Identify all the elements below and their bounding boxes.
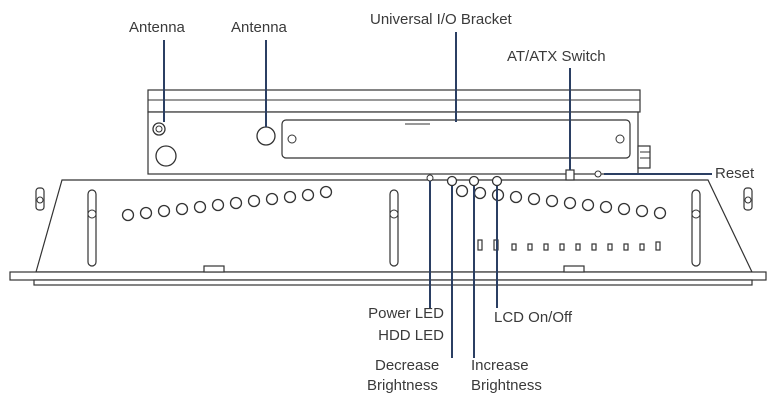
power-led [426, 174, 434, 182]
front-controls [426, 169, 602, 187]
antenna-connector-2 [256, 126, 276, 146]
decrease-brightness-button [446, 175, 458, 187]
antenna-1-label: Antenna [129, 19, 186, 36]
hdd-led-label: HDD LED [378, 327, 444, 344]
reset-label: Reset [715, 165, 755, 182]
increase-brightness-button [468, 175, 480, 187]
lcd-on-off-label: LCD On/Off [494, 309, 573, 326]
antenna-connector-1 [152, 122, 177, 167]
io-bracket-slot [281, 119, 631, 159]
lcd-on-off-button [491, 175, 503, 187]
decrease-brightness-label-line1: Decrease [375, 357, 439, 374]
at-atx-switch-label: AT/ATX Switch [507, 48, 606, 65]
decrease-brightness-label-line2: Brightness [367, 377, 438, 394]
antenna-2-label: Antenna [231, 19, 288, 36]
io-bracket-label: Universal I/O Bracket [370, 11, 513, 28]
increase-brightness-label-line1: Increase [471, 357, 529, 374]
power-led-label: Power LED [368, 305, 444, 322]
left-vent-holes [121, 185, 333, 222]
at-atx-switch [565, 169, 575, 181]
reset-button [594, 170, 602, 178]
increase-brightness-label-line2: Brightness [471, 377, 542, 394]
right-vent-holes [455, 184, 667, 220]
callout-lines [163, 32, 712, 358]
bottom-frame [9, 179, 767, 286]
